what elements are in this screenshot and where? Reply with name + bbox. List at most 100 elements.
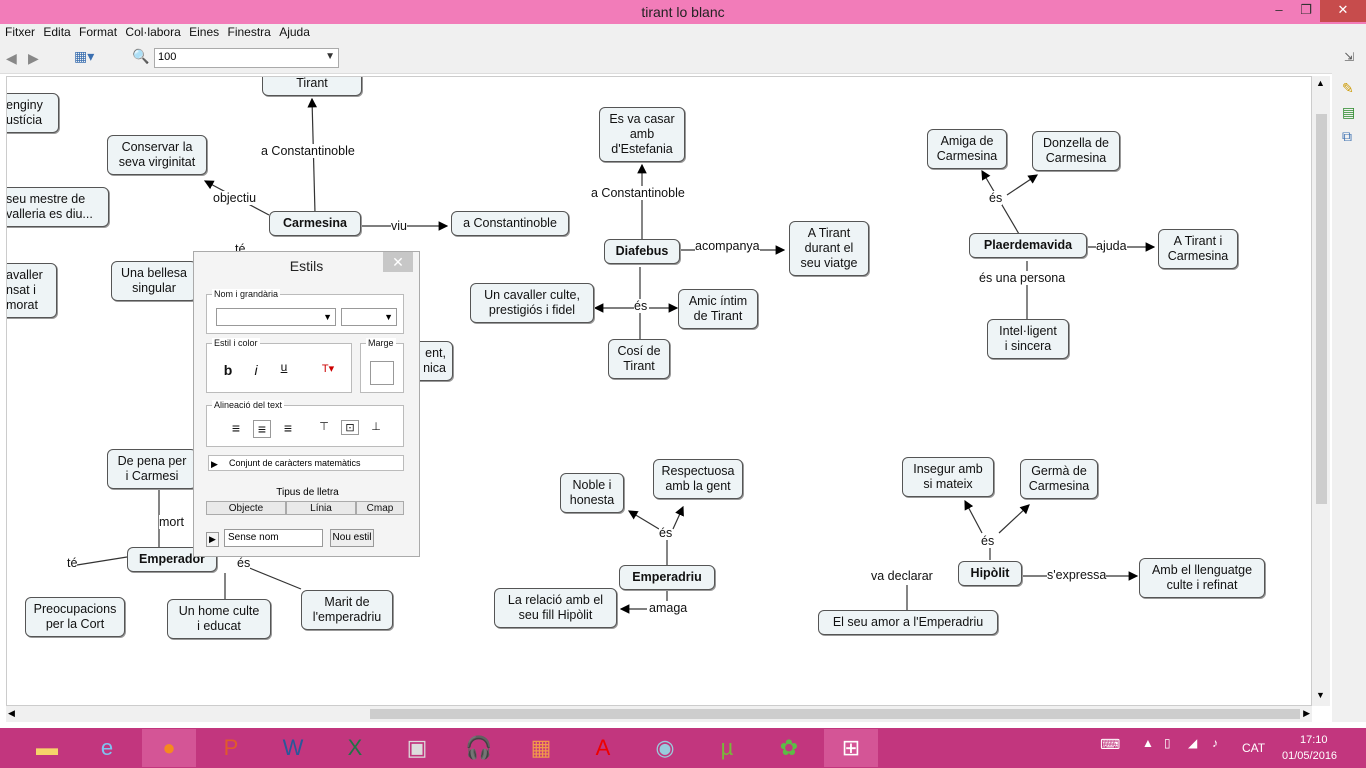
menu-fitxer[interactable]: Fitxer [5, 25, 35, 39]
node-emperador[interactable]: Emperador [127, 547, 217, 572]
node-amic-intim[interactable]: Amic íntim de Tirant [678, 289, 758, 329]
acrobat-icon[interactable]: A [595, 735, 611, 760]
link-amaga[interactable]: amaga [649, 601, 688, 615]
powerpoint-icon[interactable]: P [223, 735, 239, 760]
close-button[interactable]: ✕ [1320, 0, 1366, 22]
cmaptools-icon[interactable]: ⊞ [824, 729, 878, 767]
link-a-constantinoble-diafebus[interactable]: a Constantinoble [591, 186, 685, 200]
minimize-button[interactable]: – [1275, 2, 1283, 17]
node-marit[interactable]: Marit de l'emperadriu [301, 590, 393, 630]
node-insegur[interactable]: Insegur amb si mateix [902, 457, 994, 497]
math-charset-button[interactable]: ▶ Conjunt de caràcters matemàtics [208, 455, 404, 471]
node-emperadriu[interactable]: Emperadriu [619, 565, 715, 590]
tab-linia[interactable]: Línia [286, 501, 356, 515]
node-a-tirant-viatge[interactable]: A Tirant durant el seu viatge [789, 221, 869, 276]
node-respectuosa[interactable]: Respectuosa amb la gent [653, 459, 743, 499]
font-name-select[interactable]: ▼ [216, 308, 336, 326]
node-diafebus[interactable]: Diafebus [604, 239, 680, 264]
node-donzella[interactable]: Donzella de Carmesina [1032, 131, 1120, 171]
node-bellesa[interactable]: Una bellesa singular [111, 261, 197, 301]
link-a-constantinoble-carmesina[interactable]: a Constantinoble [261, 144, 355, 158]
valign-top-icon[interactable]: ⊤ [319, 421, 329, 433]
menu-edita[interactable]: Edita [43, 25, 71, 39]
link-es-emperadriu[interactable]: és [659, 526, 673, 540]
node-mestre[interactable]: seu mestre de valleria es diu... [7, 187, 109, 227]
book-icon[interactable]: ▤ [1342, 104, 1356, 120]
zoom-icon[interactable]: 🔍 [132, 48, 150, 64]
utorrent-icon[interactable]: µ [720, 735, 734, 760]
menu-collabora[interactable]: Col·labora [125, 25, 181, 39]
new-style-button[interactable]: Nou estil [330, 529, 374, 547]
dialog-close-button[interactable]: ✕ [383, 252, 413, 272]
word-icon[interactable]: W [282, 735, 304, 760]
underline-button[interactable]: u [280, 360, 288, 374]
view-icon[interactable]: ▦▾ [74, 48, 95, 64]
node-amiga[interactable]: Amiga de Carmesina [927, 129, 1007, 169]
power-icon[interactable]: ▯ [1164, 736, 1171, 750]
link-objectiu[interactable]: objectiu [213, 191, 257, 205]
node-llenguatge[interactable]: Amb el llenguatge culte i refinat [1139, 558, 1265, 598]
link-es-emperador[interactable]: és [237, 556, 251, 570]
vertical-scrollbar[interactable]: ▲ ▼ [1312, 76, 1330, 706]
link-acompanya[interactable]: acompanya [695, 239, 760, 253]
node-noble[interactable]: Noble i honesta [560, 473, 624, 513]
back-arrow-icon[interactable]: ◀ [6, 50, 17, 66]
scroll-right-icon[interactable]: ▶ [1303, 708, 1310, 718]
valign-bottom-icon[interactable]: ⊥ [371, 421, 381, 433]
clock-date[interactable]: 01/05/2016 [1282, 750, 1338, 762]
maximize-button[interactable]: ❐ [1300, 2, 1312, 17]
forward-arrow-icon[interactable]: ▶ [28, 50, 39, 66]
file-explorer-icon[interactable]: ▬ [36, 735, 58, 760]
excel-icon[interactable]: X [347, 735, 363, 760]
concept-map-canvas[interactable]: Tirant enginy ustícia Conservar la seva … [6, 76, 1312, 706]
picture-app-icon[interactable]: ▦ [530, 735, 552, 760]
brush-icon[interactable]: ✎ [1342, 80, 1354, 96]
node-cavaller[interactable]: avaller nsat i morat [7, 263, 57, 318]
align-left-icon[interactable]: ≡ [231, 420, 241, 436]
keyboard-icon[interactable]: ⌨ [1100, 736, 1121, 752]
node-home-culte[interactable]: Un home culte i educat [167, 599, 271, 639]
style-name-input[interactable]: Sense nom [224, 529, 323, 547]
horizontal-scrollbar[interactable]: ◀ ▶ [6, 706, 1312, 722]
node-germa[interactable]: Germà de Carmesina [1020, 459, 1098, 499]
node-carmesina[interactable]: Carmesina [269, 211, 361, 236]
valign-middle-icon[interactable]: ⊡ [341, 420, 359, 435]
node-conservar[interactable]: Conservar la seva virginitat [107, 135, 207, 175]
align-center-icon[interactable]: ≡ [253, 420, 271, 438]
tux-paint-icon[interactable]: ✿ [779, 735, 799, 760]
link-es-diafebus[interactable]: és [634, 299, 648, 313]
node-enginy[interactable]: enginy ustícia [7, 93, 59, 133]
align-right-icon[interactable]: ≡ [283, 420, 293, 436]
link-va-declarar[interactable]: va declarar [871, 569, 933, 583]
node-preocupacions[interactable]: Preocupacions per la Cort [25, 597, 125, 637]
vertical-scroll-thumb[interactable] [1316, 114, 1327, 504]
node-tirant[interactable]: Tirant [262, 77, 362, 96]
link-sexpressa[interactable]: s'expressa [1047, 568, 1107, 582]
firefox-icon[interactable]: ● [142, 729, 196, 767]
node-cosi[interactable]: Cosí de Tirant [608, 339, 670, 379]
node-de-pena[interactable]: De pena per i Carmesi [107, 449, 197, 489]
volume-icon[interactable]: ♪ [1212, 736, 1218, 750]
expand-style-icon[interactable]: ▶ [206, 532, 219, 547]
node-a-constantinoble[interactable]: a Constantinoble [451, 211, 569, 236]
menu-finestra[interactable]: Finestra [227, 25, 271, 39]
link-es-plaerdemavida[interactable]: és [989, 191, 1003, 205]
menu-ajuda[interactable]: Ajuda [279, 25, 310, 39]
zoom-select[interactable]: 100 ▼ [154, 48, 339, 68]
node-plaerdemavida[interactable]: Plaerdemavida [969, 233, 1087, 258]
link-es-hipolit[interactable]: és [981, 534, 995, 548]
link-ajuda[interactable]: ajuda [1096, 239, 1127, 253]
menu-format[interactable]: Format [79, 25, 118, 39]
link-te-carmesina[interactable]: té [235, 242, 246, 256]
node-hipolit[interactable]: Hipòlit [958, 561, 1022, 586]
margin-box[interactable] [370, 361, 394, 385]
tab-cmap[interactable]: Cmap [356, 501, 404, 515]
link-viu[interactable]: viu [391, 219, 407, 233]
scroll-left-icon[interactable]: ◀ [8, 708, 15, 718]
node-es-va-casar[interactable]: Es va casar amb d'Estefania [599, 107, 685, 162]
link-es-una-persona[interactable]: és una persona [979, 271, 1066, 285]
clock-time[interactable]: 17:10 [1300, 734, 1328, 746]
video-editor-icon[interactable]: ▣ [406, 735, 428, 760]
link-mort[interactable]: mort [159, 515, 184, 529]
text-color-icon[interactable]: T▾ [321, 363, 335, 375]
